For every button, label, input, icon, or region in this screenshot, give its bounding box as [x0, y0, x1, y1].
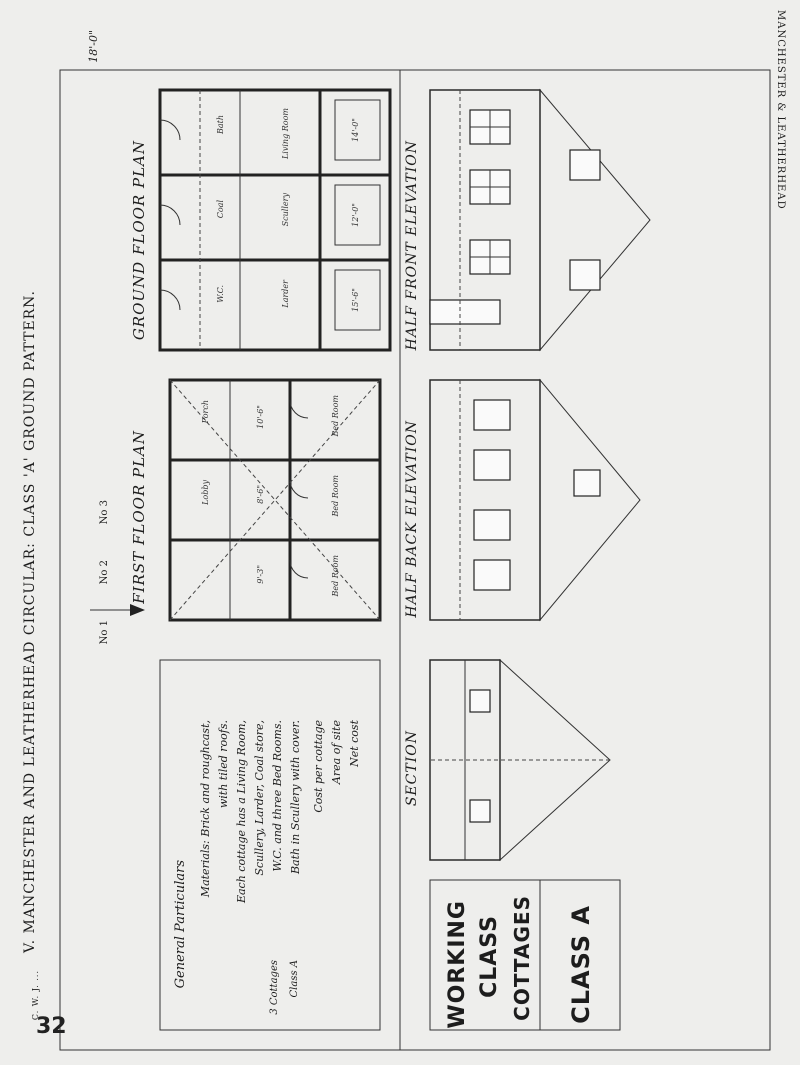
dimension-label: 12'-0"	[351, 203, 360, 227]
section-drawing	[429, 658, 611, 862]
room-label: Lobby	[201, 480, 210, 505]
class-label: CLASS A	[567, 905, 595, 1024]
notes-line: W.C. and three Bed Rooms.	[271, 720, 284, 872]
main-title-line3: COTTAGES	[510, 895, 534, 1021]
notes-heading: General Particulars	[173, 860, 188, 989]
room-label: Bed Room	[331, 475, 340, 517]
room-label: Porch	[201, 400, 210, 424]
main-title-line2: CLASS	[477, 915, 502, 998]
front-elevation-title: HALF FRONT ELEVATION	[404, 140, 420, 351]
room-label: Scullery	[281, 193, 290, 227]
notes-line: Cost per cottage	[312, 720, 325, 813]
room-label: Coal	[216, 200, 225, 219]
first-plan-title: FIRST FLOOR PLAN	[130, 430, 148, 604]
notes-line: Each cottage has a Living Room,	[235, 720, 248, 904]
compass-rose	[90, 604, 145, 616]
notes-box	[159, 659, 381, 1031]
section-title: SECTION	[404, 730, 420, 807]
notes-line: with tiled roofs.	[217, 720, 230, 809]
notes-line: Area of site	[330, 720, 343, 785]
ground-floor-plan	[158, 88, 392, 352]
half-back-elevation	[429, 378, 641, 622]
first-floor-plan	[168, 378, 382, 622]
notes-aside: 3 Cottages	[269, 960, 280, 1015]
scale-label: 18'-0"	[87, 30, 100, 63]
room-label: W.C.	[216, 285, 225, 303]
house-label: No 2	[99, 560, 110, 585]
room-label: Bed Room	[331, 555, 340, 597]
room-label: Bed Room	[331, 395, 340, 437]
house-label: No 3	[99, 500, 110, 525]
notes-aside: Class A	[289, 960, 300, 998]
dimension-label: 14'-0"	[351, 118, 360, 142]
back-elevation-title: HALF BACK ELEVATION	[404, 420, 420, 618]
room-label: Living Room	[281, 108, 290, 160]
main-title-line1: WORKING	[445, 900, 470, 1029]
dimension-label: 8'-6"	[256, 485, 265, 504]
page-number: 32	[36, 1014, 67, 1039]
notes-line: Bath in Scullery with cover.	[289, 720, 302, 875]
room-label: Bath	[216, 115, 225, 135]
house-label: No 1	[99, 620, 110, 645]
sheet-border	[59, 69, 771, 1051]
notes-line: Scullery, Larder, Coal store,	[253, 720, 266, 876]
notes-line: Materials: Brick and roughcast,	[199, 720, 212, 898]
title-frame	[429, 879, 621, 1031]
room-label: Larder	[281, 280, 290, 308]
dimension-label: 15'-6"	[351, 288, 360, 312]
dimension-label: 9'-3"	[256, 565, 265, 584]
ground-plan-title: GROUND FLOOR PLAN	[130, 140, 148, 341]
dimension-label: 10'-6"	[256, 405, 265, 429]
half-front-elevation	[429, 88, 651, 352]
notes-line: Net cost	[348, 720, 361, 767]
